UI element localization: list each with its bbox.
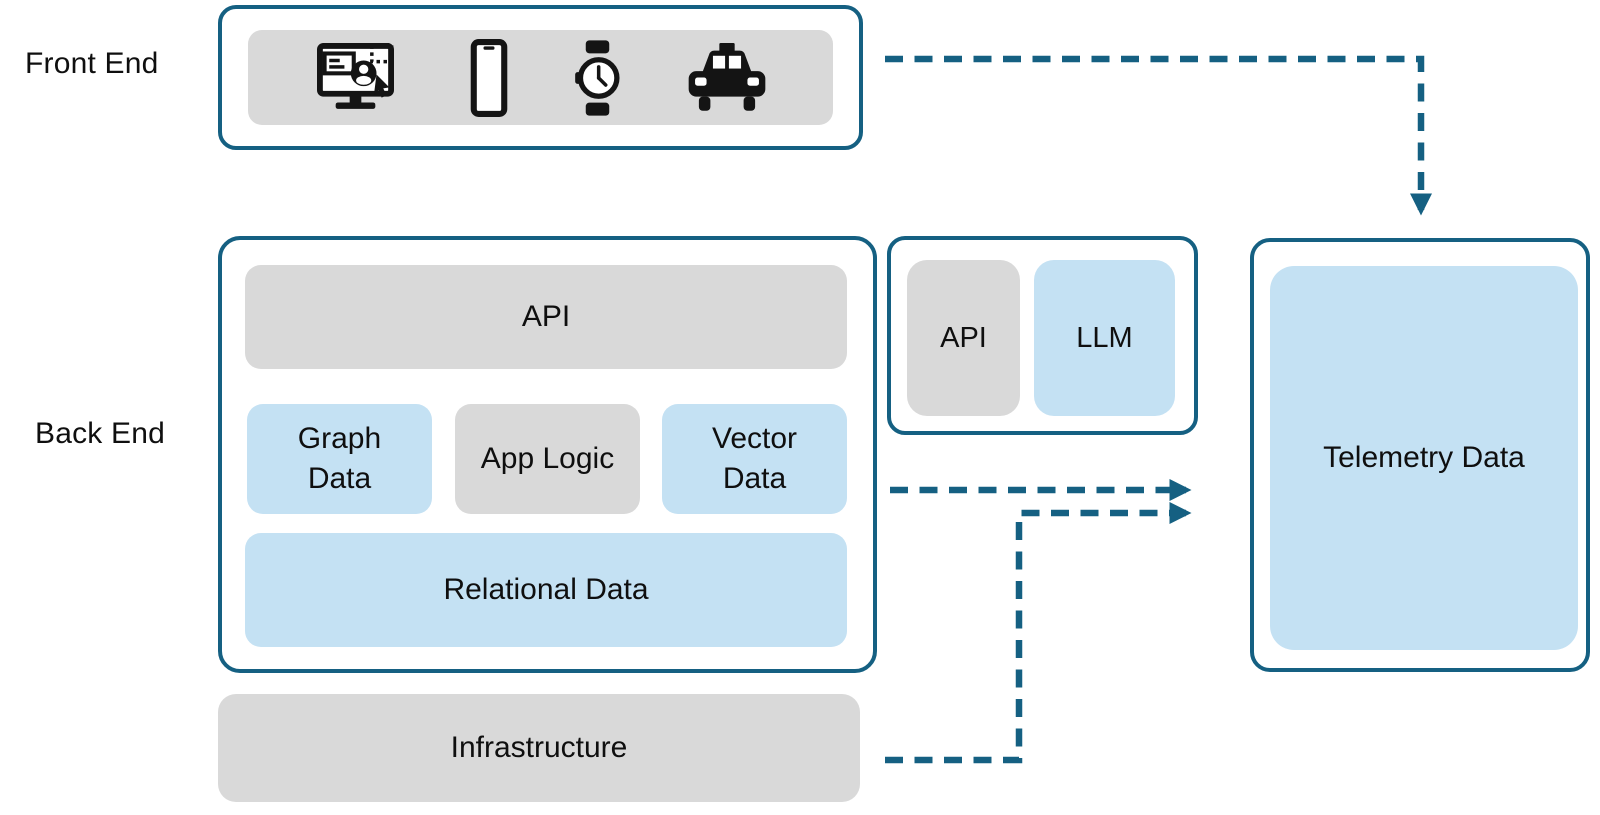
taxi-icon	[686, 43, 768, 112]
api-box-label: API	[521, 300, 571, 334]
api-box: API	[245, 265, 847, 369]
smartphone-icon	[470, 38, 508, 117]
graph-data-label: Graph Data	[297, 422, 382, 495]
arrow-infrastructure-to-telemetry	[885, 501, 1192, 764]
front-end-label: Front End	[25, 47, 159, 80]
smartwatch-icon	[574, 39, 621, 116]
relational-data-label: Relational Data	[443, 573, 649, 607]
ai-services-container: API LLM	[887, 236, 1198, 435]
graph-data-box: Graph Data	[247, 404, 432, 514]
services-llm-box: LLM	[1034, 260, 1175, 416]
desktop-user-icon	[313, 42, 405, 113]
vector-data-label: Vector Data	[711, 422, 798, 495]
app-logic-label: App Logic	[480, 442, 615, 476]
services-llm-label: LLM	[1076, 321, 1133, 354]
back-end-label: Back End	[35, 417, 166, 450]
front-end-devices-strip	[248, 30, 833, 125]
telemetry-container: Telemetry Data	[1250, 238, 1590, 672]
back-end-container: API Graph Data App Logic Vector Data Rel…	[218, 236, 877, 673]
services-api-box: API	[907, 260, 1020, 416]
arrow-frontend-to-telemetry	[885, 55, 1433, 216]
vector-data-box: Vector Data	[662, 404, 847, 514]
infrastructure-box: Infrastructure	[218, 694, 860, 802]
telemetry-data-box: Telemetry Data	[1270, 266, 1578, 650]
front-end-container	[218, 5, 863, 150]
infrastructure-label: Infrastructure	[450, 731, 628, 764]
app-logic-box: App Logic	[455, 404, 640, 514]
relational-data-box: Relational Data	[245, 533, 847, 647]
telemetry-data-label: Telemetry Data	[1323, 441, 1525, 475]
services-api-label: API	[940, 321, 987, 354]
